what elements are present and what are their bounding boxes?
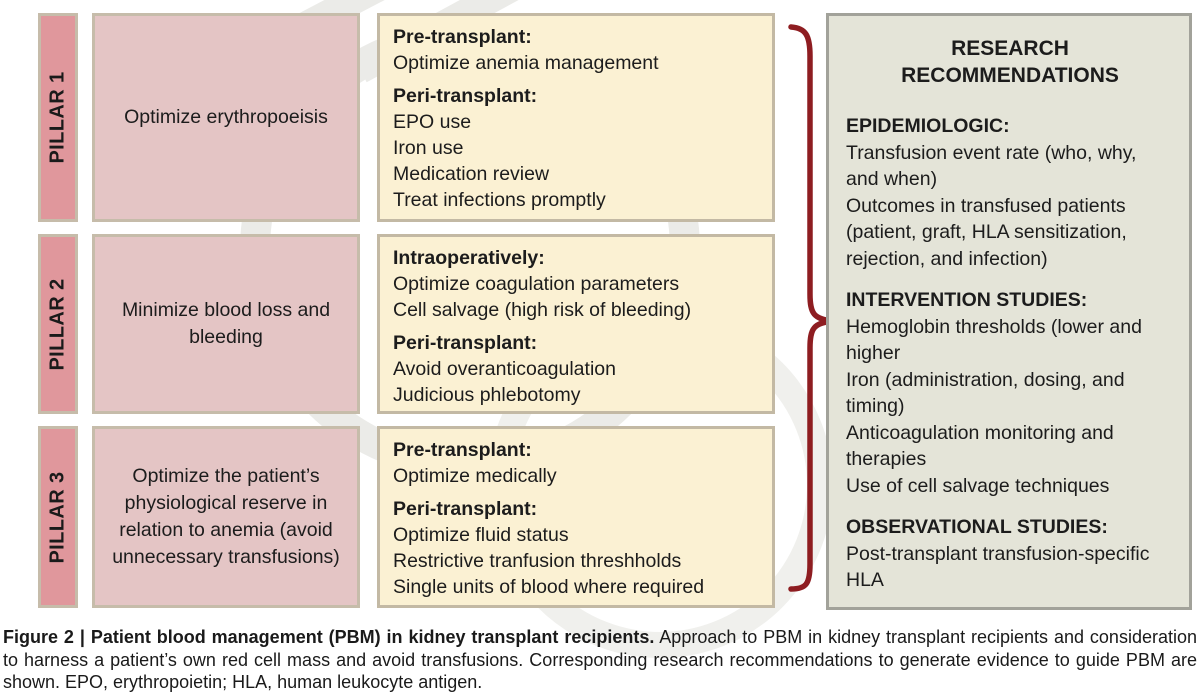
pillar-1-tab: PILLAR 1: [38, 13, 78, 222]
research-line: Hemoglobin thresholds (lower and higher: [846, 315, 1142, 365]
detail-line: EPO use: [393, 111, 472, 133]
research-section-epidemiologic: EPIDEMIOLOGIC: Transfusion event rate (w…: [846, 113, 1174, 272]
research-line: Use of cell salvage techniques: [846, 474, 1110, 497]
research-line: Anticoagulation monitoring and therapies: [846, 421, 1114, 471]
detail-line: Single units of blood where required: [393, 576, 705, 598]
detail-line: Optimize fluid status: [393, 524, 569, 546]
pillar-2-summary: Minimize blood loss and bleeding: [121, 299, 331, 348]
pillar-3-summary-box: Optimize the patient’s physiological res…: [92, 426, 360, 608]
pillar-3-summary: Optimize the patient’s physiological res…: [112, 465, 340, 568]
pillar-1-detail-box: Pre-transplant: Optimize anemia manageme…: [377, 13, 775, 222]
pillar-1-summary: Optimize erythropoeisis: [124, 106, 328, 128]
figure-caption: Figure 2 | Patient blood management (PBM…: [3, 626, 1197, 694]
detail-heading: Peri-transplant:: [393, 332, 538, 354]
pillar-2-summary-box: Minimize blood loss and bleeding: [92, 234, 360, 414]
detail-line: Cell salvage (high risk of bleeding): [393, 299, 692, 321]
pillar-1-summary-box: Optimize erythropoeisis: [92, 13, 360, 222]
detail-line: Medication review: [393, 163, 550, 185]
detail-line: Treat infections promptly: [393, 189, 606, 211]
pillar-2-label: PILLAR 2: [46, 277, 69, 371]
research-line: Iron (administration, dosing, and timing…: [846, 368, 1125, 418]
detail-heading: Pre-transplant:: [393, 439, 532, 461]
pillar-3-tab: PILLAR 3: [38, 426, 78, 608]
detail-line: Optimize coagulation parameters: [393, 273, 680, 295]
detail-line: Avoid overanticoagulation: [393, 358, 616, 380]
research-section-heading: EPIDEMIOLOGIC:: [846, 115, 1010, 137]
figure-caption-bold: Figure 2 | Patient blood management (PBM…: [3, 627, 655, 647]
detail-heading: Peri-transplant:: [393, 498, 538, 520]
detail-heading: Peri-transplant:: [393, 85, 538, 107]
pillar-2-tab: PILLAR 2: [38, 234, 78, 414]
pillar-1-label: PILLAR 1: [46, 71, 69, 164]
research-line: Outcomes in transfused patients (patient…: [846, 194, 1127, 270]
research-section-observational: OBSERVATIONAL STUDIES: Post-transplant t…: [846, 514, 1174, 594]
detail-line: Restrictive tranfusion threshholds: [393, 550, 682, 572]
research-section-heading: INTERVENTION STUDIES:: [846, 289, 1088, 311]
research-line: Transfusion event rate (who, why, and wh…: [846, 141, 1137, 191]
research-title-line2: RECOMMENDATIONS: [901, 64, 1119, 87]
detail-line: Optimize medically: [393, 465, 557, 487]
research-title-line1: RESEARCH: [951, 37, 1069, 60]
research-section-intervention: INTERVENTION STUDIES: Hemoglobin thresho…: [846, 287, 1174, 499]
research-section-heading: OBSERVATIONAL STUDIES:: [846, 516, 1108, 538]
detail-heading: Pre-transplant:: [393, 26, 532, 48]
research-title: RESEARCH RECOMMENDATIONS: [846, 35, 1174, 89]
pillar-3-label: PILLAR 3: [46, 470, 69, 564]
detail-line: Judicious phlebotomy: [393, 384, 581, 406]
research-recommendations-box: RESEARCH RECOMMENDATIONS EPIDEMIOLOGIC: …: [826, 13, 1192, 610]
pillar-3-detail-box: Pre-transplant: Optimize medically Peri-…: [377, 426, 775, 608]
figure-caption-text: Approach to PBM in kidney transplant rec…: [3, 627, 1197, 692]
detail-line: Optimize anemia management: [393, 52, 659, 74]
detail-heading: Intraoperatively:: [393, 247, 545, 269]
pillar-2-detail-box: Intraoperatively: Optimize coagulation p…: [377, 234, 775, 414]
detail-line: Iron use: [393, 137, 464, 159]
research-line: Post-transplant transfusion-specific HLA: [846, 542, 1150, 592]
